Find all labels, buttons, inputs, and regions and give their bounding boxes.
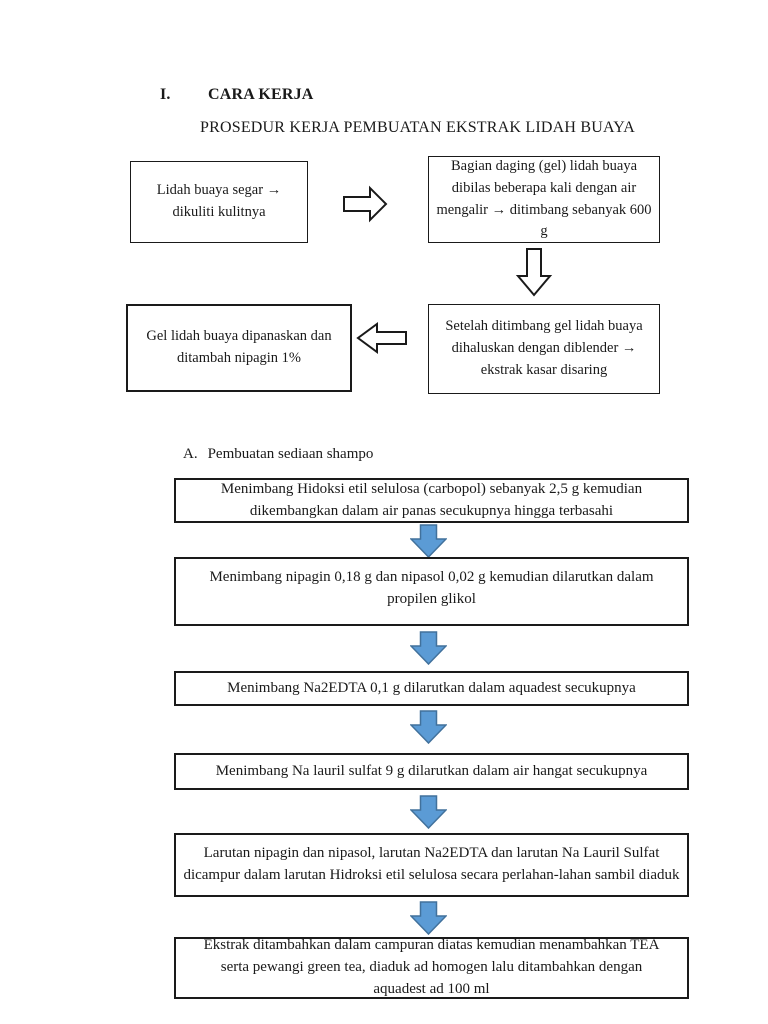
subsection-marker: A.: [183, 446, 198, 462]
subsection-heading: A. Pembuatan sediaan shampo: [183, 446, 373, 463]
document-subtitle: PROSEDUR KERJA PEMBUATAN EKSTRAK LIDAH B…: [200, 119, 635, 136]
block-arrow-down-icon: [515, 248, 553, 297]
block-arrow-right-icon: [343, 185, 388, 223]
shampoo-step-1: Menimbang Hidoksi etil selulosa (carbopo…: [174, 478, 689, 523]
flow-step-1: Lidah buaya segar → dikuliti kulitnya: [130, 161, 308, 243]
block-arrow-left-icon: [356, 322, 407, 354]
flow-step-2: Bagian daging (gel) lidah buaya dibilas …: [428, 156, 660, 243]
shampoo-step-5: Larutan nipagin dan nipasol, larutan Na2…: [174, 833, 689, 897]
flow-step-4: Gel lidah buaya dipanaskan dan ditambah …: [126, 304, 352, 392]
section-heading: I. CARA KERJA: [160, 86, 314, 104]
shampoo-arrow-down-icon: [410, 524, 447, 558]
shampoo-arrow-down-icon: [410, 631, 447, 665]
shampoo-step-2: Menimbang nipagin 0,18 g dan nipasol 0,0…: [174, 557, 689, 626]
shampoo-arrow-down-icon: [410, 901, 447, 935]
flow-step-3: Setelah ditimbang gel lidah buaya dihalu…: [428, 304, 660, 394]
shampoo-arrow-down-icon: [410, 795, 447, 829]
shampoo-step-3: Menimbang Na2EDTA 0,1 g dilarutkan dalam…: [174, 671, 689, 706]
section-title: CARA KERJA: [208, 86, 314, 103]
subsection-title: Pembuatan sediaan shampo: [207, 446, 374, 462]
shampoo-step-6: Ekstrak ditambahkan dalam campuran diata…: [174, 937, 689, 999]
section-numeral: I.: [160, 86, 171, 103]
shampoo-step-4: Menimbang Na lauril sulfat 9 g dilarutka…: [174, 753, 689, 790]
shampoo-arrow-down-icon: [410, 710, 447, 744]
